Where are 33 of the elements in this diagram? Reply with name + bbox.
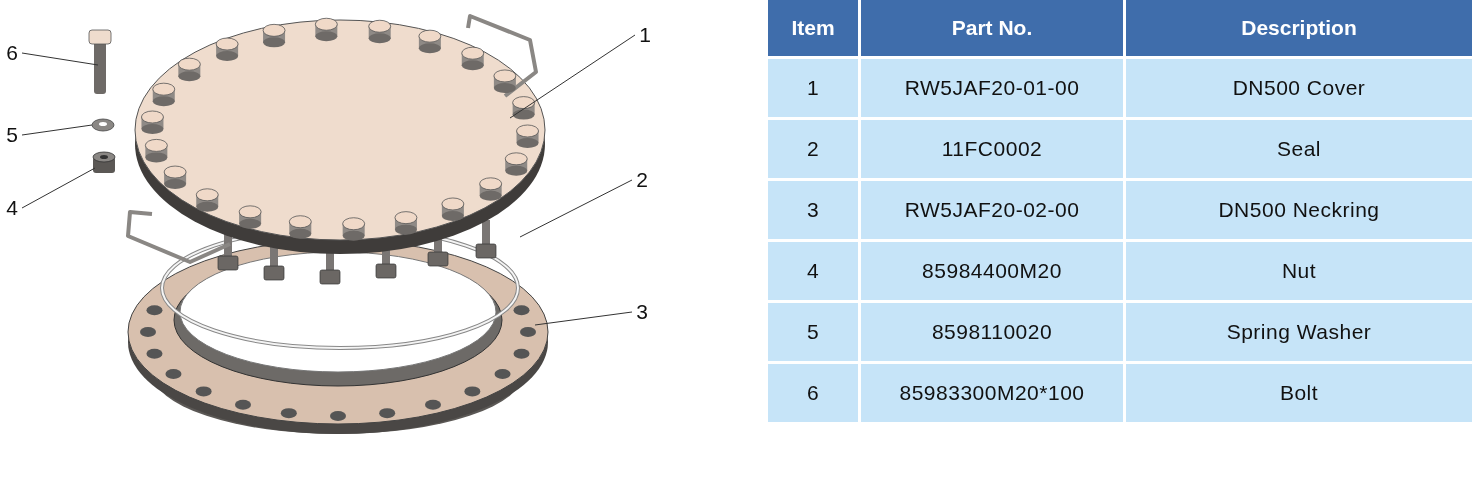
header-cell: Description xyxy=(1126,0,1472,56)
leader-line xyxy=(519,179,633,238)
table-cell: 4 xyxy=(768,242,858,300)
table-cell: Seal xyxy=(1126,120,1472,178)
table-cell: 85983300M20*100 xyxy=(861,364,1123,422)
leader-line xyxy=(21,124,93,136)
table-cell: RW5JAF20-01-00 xyxy=(861,59,1123,117)
table-cell: DN500 Neckring xyxy=(1126,181,1472,239)
table-cell: 5 xyxy=(768,303,858,361)
callout-number: 5 xyxy=(4,122,20,148)
callout-number: 4 xyxy=(4,195,20,221)
leader-line xyxy=(509,34,636,119)
leader-line xyxy=(21,52,99,66)
table-cell: 85984400M20 xyxy=(861,242,1123,300)
table-cell: 1 xyxy=(768,59,858,117)
table-cell: Nut xyxy=(1126,242,1472,300)
callout-number: 6 xyxy=(4,40,20,66)
header-cell: Item xyxy=(768,0,858,56)
table-cell: 3 xyxy=(768,181,858,239)
table-cell: RW5JAF20-02-00 xyxy=(861,181,1123,239)
header-cell: Part No. xyxy=(861,0,1123,56)
table-cell: DN500 Cover xyxy=(1126,59,1472,117)
leader-line xyxy=(534,311,633,326)
table-cell: 6 xyxy=(768,364,858,422)
table-cell: Spring Washer xyxy=(1126,303,1472,361)
table-cell: 2 xyxy=(768,120,858,178)
table-cell: Bolt xyxy=(1126,364,1472,422)
table-cell: 11FC0002 xyxy=(861,120,1123,178)
callout-number: 3 xyxy=(634,299,650,325)
callout-number: 1 xyxy=(637,22,653,48)
leader-line xyxy=(21,167,96,209)
callout-number: 2 xyxy=(634,167,650,193)
table-cell: 8598110020 xyxy=(861,303,1123,361)
